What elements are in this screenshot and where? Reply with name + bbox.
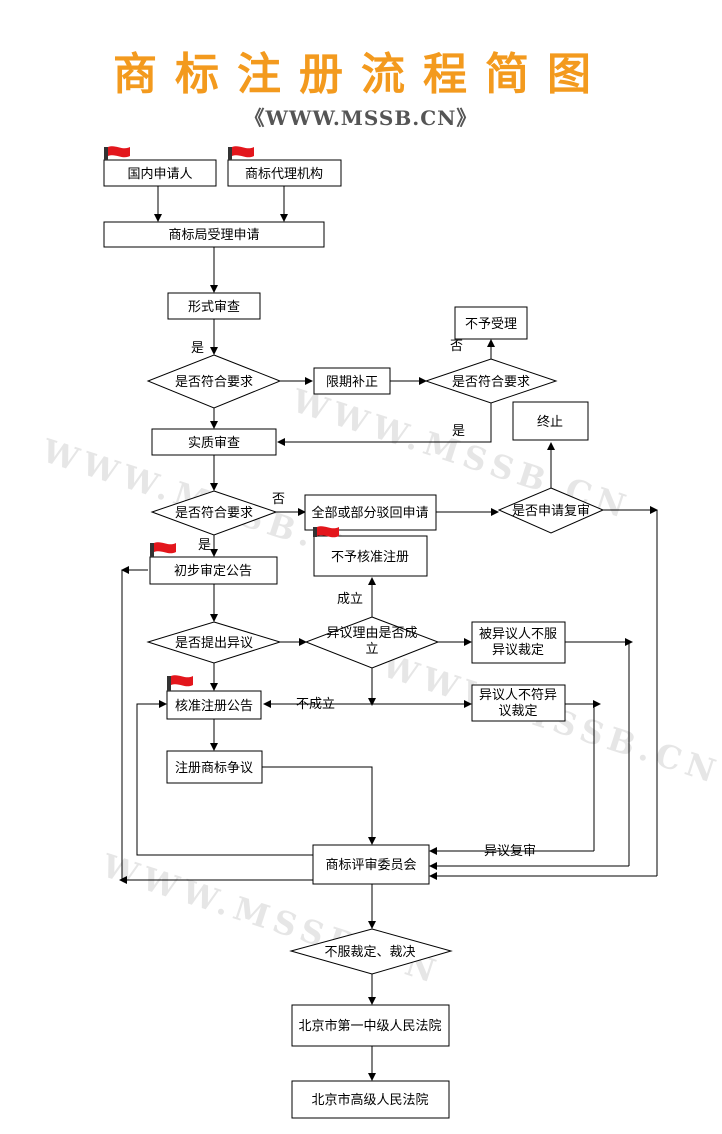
node-formal-exam: 形式审查 [167,292,261,320]
node-label: 不予核准注册 [331,550,409,565]
node-beijing-high: 北京市高级人民法院 [291,1080,450,1119]
node-label: 形式审查 [188,300,240,315]
edge-label-no: 否 [450,339,463,354]
node-not-approved: 不予核准注册 [313,535,428,577]
page-title: 商标注册流程简图 [113,49,609,100]
flag-icon [313,526,339,538]
edge-label-opposition-review: 异议复审 [484,844,536,859]
node-label: 是否符合要求 [452,374,530,390]
node-disagree-ruling: 不服裁定、裁决 [289,928,453,975]
node-meets-req-3: 是否符合要求 [150,490,278,536]
node-meets-req-2: 是否符合要求 [424,358,558,404]
node-label: 异议理由是否成立 [326,626,417,657]
node-label-line: 异议人不符异 [479,687,557,703]
node-approved-publication: 核准注册公告 [166,690,262,720]
node-label: 是否提出异议 [175,635,253,651]
edge-label-yes: 是 [452,424,465,439]
node-domestic-applicant: 国内申请人 [103,159,217,187]
node-label-line: 立 [365,642,378,657]
node-apply-review: 是否申请复审 [497,487,605,534]
node-label: 商标代理机构 [245,167,323,182]
edge-label-no: 否 [272,492,285,507]
site-url: 《WWW.MSSB.CN》 [244,106,478,130]
watermarks: WWW.MSSB.CN WWW.MSSB.CN WWW.MSSB.CN WWW.… [37,381,722,992]
node-label: 注册商标争议 [175,761,253,776]
node-label: 实质审查 [188,436,240,451]
edge-label-not-established: 不成立 [296,697,335,712]
node-label: 初步审定公告 [174,564,252,579]
node-label: 限期补正 [326,375,378,390]
node-opposer-disagree: 异议人不符异议裁定 [471,684,566,722]
node-label: 异议人不符异议裁定 [479,687,557,719]
flag-icon [104,146,130,160]
node-label: 不服裁定、裁决 [324,944,415,960]
node-label: 终止 [537,414,563,430]
node-label: 是否符合要求 [175,505,253,521]
node-label: 北京市第一中级人民法院 [298,1018,441,1034]
node-label: 国内申请人 [127,166,192,182]
node-label-line: 异议裁定 [492,642,544,658]
node-registered-dispute: 注册商标争议 [166,750,263,784]
node-prelim-publication: 初步审定公告 [149,556,278,585]
node-not-accepted: 不予受理 [454,306,528,340]
node-label: 是否符合要求 [175,374,253,390]
node-label: 不予受理 [465,317,517,332]
edge-label-yes: 是 [198,538,211,553]
node-rejected: 全部或部分驳回申请 [304,494,437,531]
node-label-line: 异议理由是否成 [326,626,417,641]
node-label: 商标评审委员会 [325,858,416,873]
node-opposed-disagree: 被异议人不服异议裁定 [471,621,566,664]
flag-icon [150,542,176,557]
node-label: 被异议人不服异议裁定 [479,627,557,658]
node-terminate: 终止 [512,401,589,441]
flag-icon [167,675,193,691]
node-label: 是否申请复审 [512,504,590,519]
node-label: 商标局受理申请 [168,228,259,243]
node-opposition-valid: 异议理由是否成立 [304,616,440,669]
node-meets-req-1: 是否符合要求 [146,354,282,409]
node-opposition-filed: 是否提出异议 [146,621,282,664]
edge-label-established: 成立 [337,592,363,607]
node-label-line: 议裁定 [498,703,537,719]
connectors [119,186,658,1081]
node-office-accept: 商标局受理申请 [103,221,325,248]
node-agency: 商标代理机构 [227,159,342,187]
node-beijing-intermediate: 北京市第一中级人民法院 [291,1004,450,1047]
node-substantive-exam: 实质审查 [151,428,277,456]
node-label: 全部或部分驳回申请 [311,505,428,521]
node-trab: 商标评审委员会 [312,844,430,885]
node-label: 核准注册公告 [175,699,253,714]
edge-label-yes: 是 [191,341,204,356]
flag-icon [228,146,254,160]
node-supplement: 限期补正 [313,367,391,395]
node-label: 北京市高级人民法院 [311,1092,428,1108]
node-label-line: 被异议人不服 [479,627,557,642]
